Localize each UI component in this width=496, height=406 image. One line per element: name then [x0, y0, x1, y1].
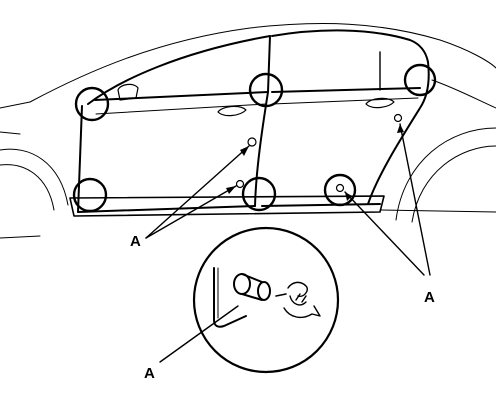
front-wheel-arch [0, 148, 69, 211]
rear-door [261, 29, 430, 207]
callout-a-doors: A [130, 233, 141, 250]
circle-front-lower [72, 177, 108, 213]
plug-marker-1 [247, 137, 257, 147]
rear-wheel-arch [395, 127, 496, 223]
rocker-panel [69, 195, 385, 217]
detail-circle [192, 226, 340, 374]
plug-marker-3 [335, 183, 345, 193]
leader-arrowheads [226, 124, 404, 201]
circle-front-upper [74, 86, 110, 122]
plug-marker-2 [235, 179, 245, 189]
detail-view [192, 226, 340, 374]
tool-icon [283, 281, 321, 319]
callout-labels: A A A [130, 233, 435, 382]
leader-lines [145, 123, 431, 363]
circle-rear-upper [403, 63, 437, 97]
callout-a-detail: A [144, 365, 155, 382]
car-body [0, 23, 496, 239]
plug-marker-4 [393, 113, 403, 123]
circle-center-lower [241, 176, 277, 212]
front-door [77, 35, 271, 213]
plug-icon [233, 273, 271, 301]
attachment-circles [72, 63, 437, 213]
callout-a-rear: A [424, 289, 435, 306]
plug-markers [235, 113, 403, 193]
circle-rear-lower [323, 173, 357, 207]
circle-center-upper [248, 72, 284, 108]
